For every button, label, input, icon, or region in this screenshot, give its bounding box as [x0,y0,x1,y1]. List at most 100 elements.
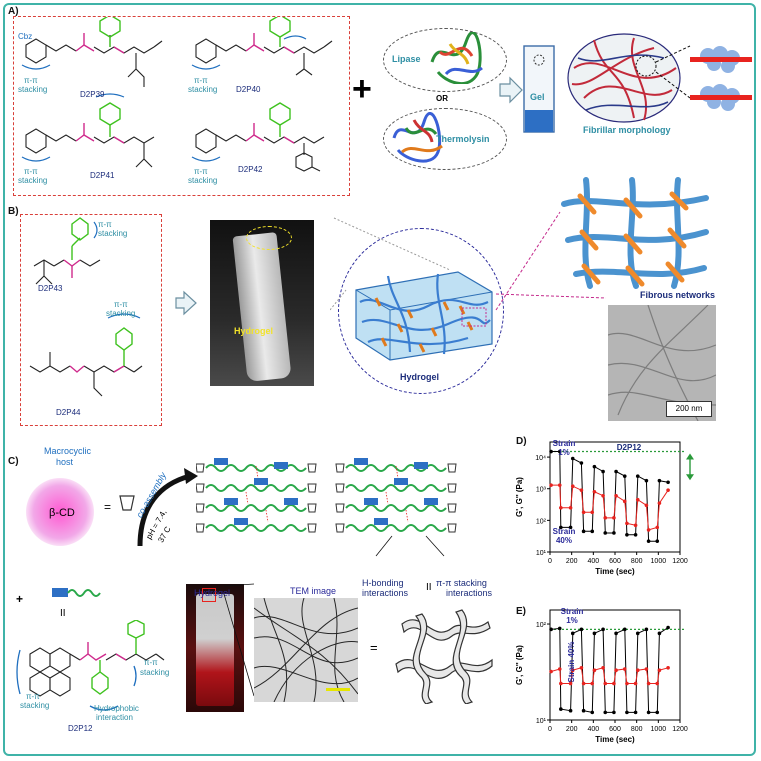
c-stacking-word-1: stacking [20,701,50,710]
fibrous-network-illustration [561,177,709,289]
panel-b-structures [29,217,143,397]
arrow-right-icon-b [175,290,197,316]
series-1-point [603,516,608,520]
series-1-point [570,484,575,489]
arrow-right-icon [499,76,523,104]
figure-frame [3,3,756,756]
series-1-point [601,665,605,670]
series-1-point [633,523,638,528]
equals-1: = [104,500,112,514]
gel-label: Gel [530,92,545,102]
series-0-point [601,469,605,474]
series-0-point [666,480,670,485]
panel-b-box [20,214,162,426]
y-axis-label: G', G'' (Pa) [515,645,524,685]
series-0-point [592,464,597,469]
x-tick-label: 1000 [651,726,667,733]
series-1-point [633,681,638,686]
gel-vial-icon [523,45,555,133]
hydrogel-scheme-circle [338,228,504,394]
fibrillar-morphology-label: Fibrillar morphology [583,125,671,135]
equals-3: = [370,640,378,655]
x-axis-label: Time (sec) [595,735,635,744]
equals-2: II [60,608,66,619]
zoom-lines [330,211,607,311]
coassembly-fibers-illustration [196,457,457,557]
series-0-point [568,708,573,713]
b-stacking-word-1: stacking [98,229,128,238]
chart-title: D2P12 [617,443,642,452]
x-tick-label: 1000 [651,558,667,565]
peptide-cartoon-icon [52,588,101,597]
series-1-point [644,503,649,508]
series-1-point [666,488,670,492]
series-1-point [549,669,553,674]
y-tick-label: 10² [536,622,547,629]
beta-cd-sphere [26,478,94,546]
y-tick-label: 10¹ [536,718,547,725]
strain-low-label-word: Strain [561,607,584,616]
series-0-point [603,710,608,715]
series-0-point [568,525,573,530]
x-tick-label: 1200 [672,558,688,565]
strain-low-label-value: 1% [566,616,578,625]
beta-cd-label: β-CD [49,507,75,519]
hydrogel-vial-label: Hydrogel [194,588,231,598]
panel-c-letter: C) [8,456,19,467]
series-1-point [579,665,584,670]
series-1-point [657,668,662,673]
strain-low-label-word: Strain [553,439,576,448]
y-tick-label: 10³ [536,487,547,494]
panel-b-letter: B) [8,206,19,217]
series-1-point [570,668,575,673]
hbond-label-1: H-bonding [362,578,404,588]
hydrogel-block-illustration [355,271,493,361]
series-1-point [655,525,660,530]
panel-a-letter: A) [8,6,19,17]
series-0-point [614,631,618,636]
compound-d2p39: D2P39 [80,90,105,99]
series-1-point [657,501,662,505]
stacking-word-2: stacking [188,85,218,94]
series-0-point [644,627,649,632]
series-0-point [646,710,651,715]
series-1-line [551,484,669,531]
plus-sign: + [352,70,372,108]
recovery-arrow-head-bottom [686,474,694,481]
series-1-point [592,489,597,494]
x-tick-label: 800 [631,558,643,565]
scale-bar: 200 nm [666,401,712,417]
stacking-pipi-4: π-π [194,167,208,176]
series-1-point [592,668,597,673]
series-0-point [570,456,575,461]
series-0-point [633,710,638,715]
tem-image [254,598,358,702]
vial-zoom-lines [223,583,255,697]
series-0-point [635,474,640,478]
x-tick-label: 400 [587,726,599,733]
series-0-point [666,625,670,630]
macrocyclic-label: Macrocyclic [44,446,92,456]
series-0-point [635,631,640,636]
y-axis-label: G', G'' (Pa) [515,477,524,517]
ii-separator: II [426,582,432,593]
series-0-point [655,539,660,543]
series-1-point [559,505,563,510]
x-tick-label: 200 [566,726,578,733]
compound-d2p41: D2P41 [90,171,115,180]
series-1-point [614,493,618,498]
thermolysin-protein-icon [392,112,443,163]
x-axis-label: Time (sec) [595,567,635,576]
tem-fibers [254,598,358,702]
series-1-point [635,668,640,673]
lipase-oval [383,28,507,92]
x-tick-label: 0 [548,558,552,565]
compound-d2p40: D2P40 [236,85,261,94]
series-0-point [581,529,586,534]
or-label: OR [436,94,448,103]
hydrogel-vial-photo [186,584,244,712]
series-0-point [603,531,608,535]
series-0-point [612,710,616,715]
compound-d2p43: D2P43 [38,284,63,293]
